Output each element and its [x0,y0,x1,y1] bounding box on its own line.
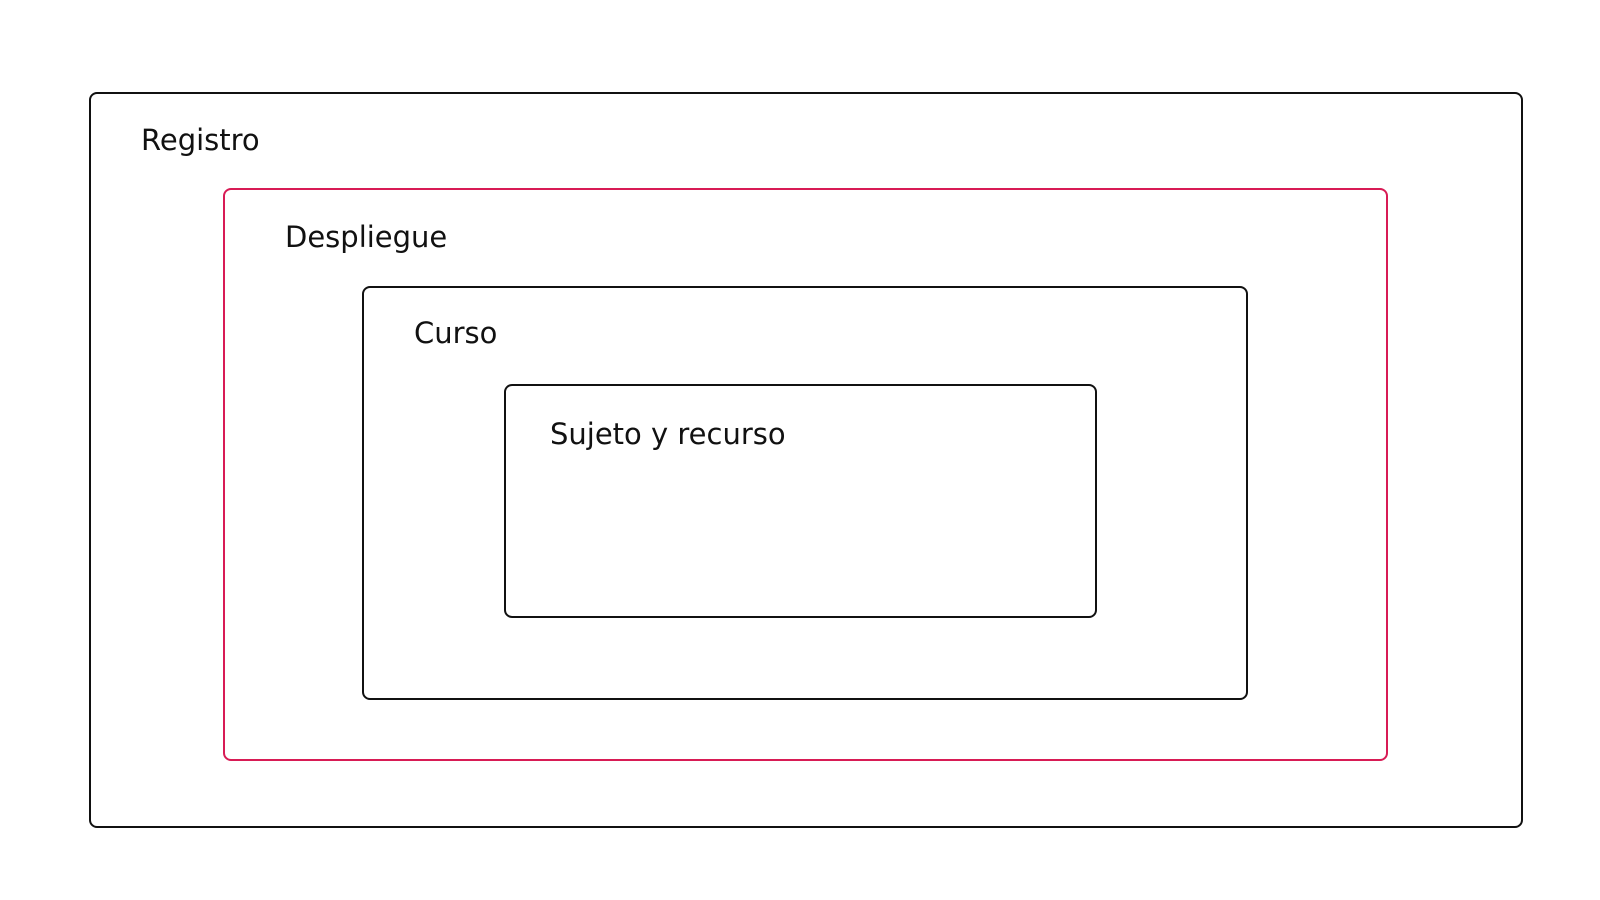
curso-label: Curso [414,316,498,350]
sujeto-y-recurso-label: Sujeto y recurso [550,417,786,451]
despliegue-label: Despliegue [285,220,448,254]
sujeto-y-recurso-box: Sujeto y recurso [504,384,1097,618]
registro-label: Registro [141,123,260,157]
curso-box: Curso Sujeto y recurso [362,286,1248,700]
registro-box: Registro Despliegue Curso Sujeto y recur… [89,92,1523,828]
despliegue-box: Despliegue Curso Sujeto y recurso [223,188,1388,761]
